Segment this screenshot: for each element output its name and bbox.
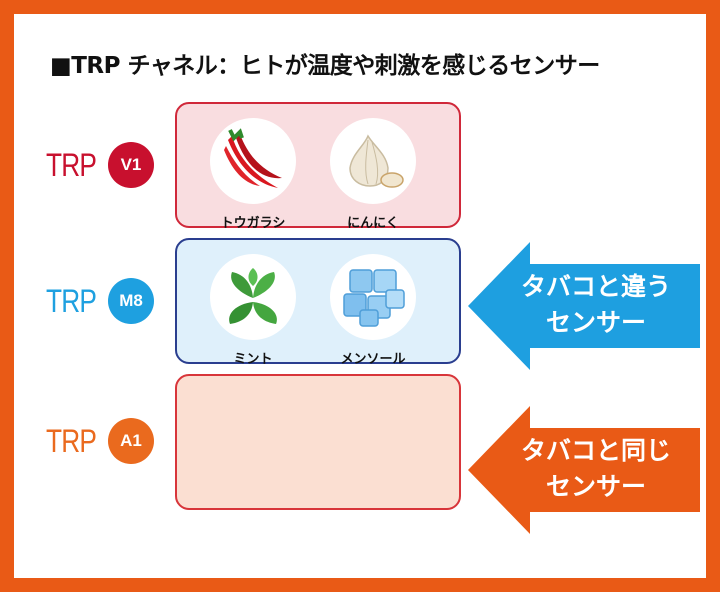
- arrow-text-line2: センサー: [545, 472, 646, 501]
- item-label: ミント: [233, 352, 273, 367]
- trp-prefix: TRP: [46, 282, 97, 319]
- item-garlic: にんにく: [323, 118, 423, 231]
- trpa1-box: [175, 374, 461, 510]
- arrow-text-line1: タバコと違う: [520, 272, 671, 301]
- v1-badge: V1: [108, 142, 154, 188]
- mint-leaf-icon: [210, 254, 296, 340]
- ice-cube-icon: [330, 254, 416, 340]
- item-menthol: メンソール: [323, 254, 423, 367]
- arrow-different-sensor: タバコと違う センサー: [468, 242, 700, 370]
- item-chili: トウガラシ: [203, 118, 303, 231]
- page-title: ■TRP チャネル：ヒトが温度や刺激を感じるセンサー: [50, 53, 600, 79]
- item-label: メンソール: [340, 352, 406, 367]
- item-label: トウガラシ: [220, 216, 286, 231]
- arrow-text: タバコと違う センサー: [494, 269, 698, 341]
- trpv1-label: TRP V1: [46, 142, 154, 188]
- arrow-text: タバコと同じ センサー: [494, 433, 698, 505]
- trp-prefix: TRP: [46, 146, 97, 183]
- trpv1-box: トウガラシ にんにく: [175, 102, 461, 231]
- garlic-icon: [330, 118, 416, 204]
- item-label: にんにく: [347, 216, 399, 231]
- trp-prefix: TRP: [46, 422, 97, 459]
- chili-pepper-icon: [210, 118, 296, 204]
- arrow-same-sensor: タバコと同じ センサー: [468, 406, 700, 534]
- trpm8-box: ミント メンソール: [175, 238, 461, 367]
- arrow-text-line1: タバコと同じ: [520, 436, 671, 465]
- trpm8-label: TRP M8: [46, 278, 154, 324]
- left-arrow-shape: [468, 406, 700, 534]
- m8-badge: M8: [108, 278, 154, 324]
- left-arrow-shape: [468, 242, 700, 370]
- arrow-text-line2: センサー: [545, 308, 646, 337]
- a1-badge: A1: [108, 418, 154, 464]
- trpa1-label: TRP A1: [46, 418, 154, 464]
- item-mint: ミント: [203, 254, 303, 367]
